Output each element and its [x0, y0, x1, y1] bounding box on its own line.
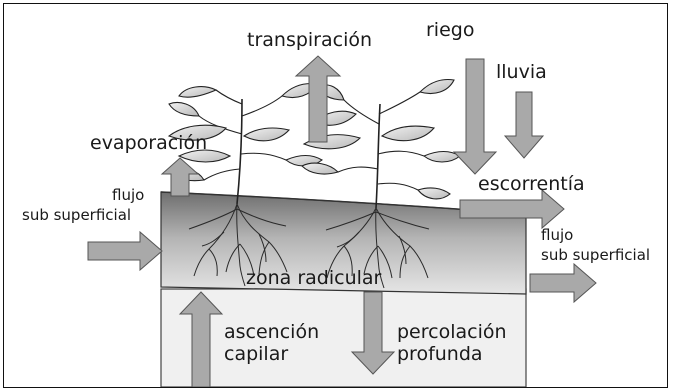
leaf	[167, 124, 227, 141]
label-sub-superficial-right: sub superficial	[541, 246, 651, 264]
label-transpiracion: transpiración	[247, 29, 373, 51]
label-zona-radicular: zona radicular	[246, 267, 382, 289]
subsurface-outflow-arrow	[529, 262, 597, 304]
leaf	[168, 101, 200, 117]
label-profunda: profunda	[397, 343, 483, 365]
leaf	[418, 78, 455, 95]
leaf	[177, 149, 232, 163]
label-capilar: capilar	[224, 343, 289, 365]
label-flujo-left: flujo	[112, 186, 145, 204]
root-system-right	[325, 207, 430, 289]
leaf	[417, 187, 451, 200]
label-flujo-right: flujo	[541, 226, 574, 244]
rain-arrow	[503, 91, 545, 159]
leaf	[242, 127, 291, 142]
label-riego: riego	[426, 19, 475, 41]
label-escorrentia: escorrentía	[478, 173, 585, 195]
root-system-left	[188, 203, 288, 287]
roots	[188, 203, 430, 289]
plant-left-stem	[236, 98, 243, 205]
irrigation-arrow	[452, 58, 498, 175]
arrows	[87, 55, 597, 387]
runoff-arrow	[459, 188, 565, 230]
leaf	[301, 162, 340, 175]
label-lluvia: lluvia	[496, 61, 547, 83]
label-sub-superficial-left: sub superficial	[22, 206, 132, 224]
diagram-frame: transpiración riego lluvia evaporación e…	[3, 3, 668, 388]
subsurface-inflow-arrow	[87, 230, 163, 272]
label-ascencion: ascención	[224, 321, 320, 343]
label-evaporacion: evaporación	[90, 132, 208, 154]
evaporation-arrow	[160, 157, 200, 197]
plant-right-stem	[375, 103, 381, 209]
deep-percolation-arrow	[350, 291, 396, 375]
label-percolacion: percolación	[397, 321, 507, 343]
transpiration-arrow	[294, 55, 342, 143]
leaf	[380, 125, 436, 142]
water-balance-diagram	[87, 55, 597, 387]
leaf	[178, 86, 218, 98]
capillary-rise-arrow	[178, 291, 224, 387]
subsoil-layer	[160, 288, 527, 387]
